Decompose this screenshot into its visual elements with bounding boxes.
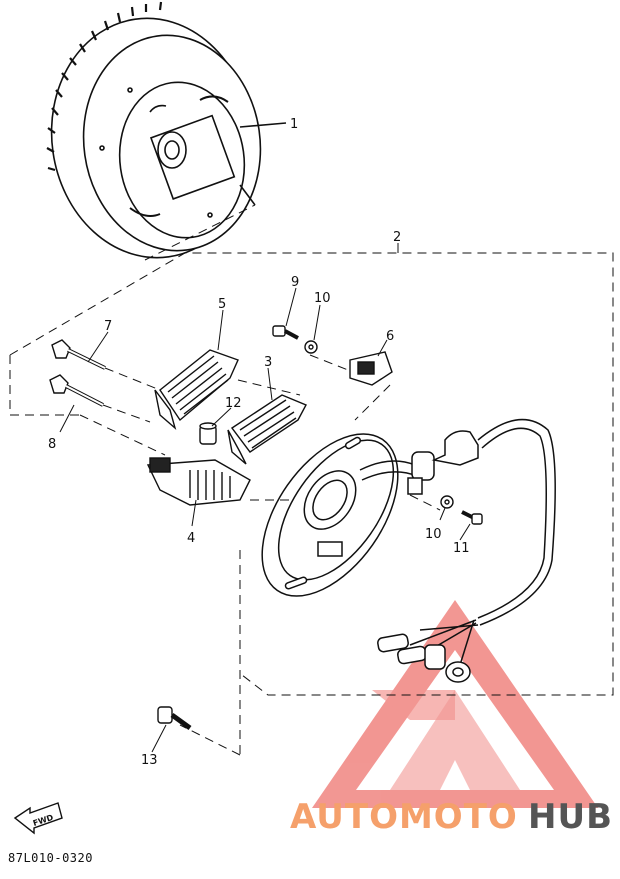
callout-9: 9 [291, 275, 299, 290]
callout-13: 13 [141, 753, 158, 768]
watermark-text: AUTOMOTO HUB [290, 797, 613, 837]
watermark-text-part1: AUTOMOTO [290, 797, 518, 837]
callout-7: 7 [104, 319, 112, 334]
charging-coil-middle [227, 394, 307, 465]
assembly-boundary [9, 252, 614, 756]
alignment-lines [102, 354, 441, 511]
callout-6: 6 [386, 329, 394, 344]
callout-11: 11 [453, 541, 470, 556]
reference-code: 87L010-0320 [8, 851, 93, 865]
stator-base-plate [261, 433, 399, 597]
callout-8: 8 [48, 437, 56, 452]
flywheel-rotor [46, 1, 287, 261]
screw-7 [51, 339, 106, 370]
forward-arrow-icon: FWD [13, 802, 63, 835]
screw-8 [49, 374, 104, 407]
callout-labels: 1 2 3 4 5 6 7 8 9 10 10 11 12 13 [48, 117, 470, 768]
callout-4: 4 [187, 531, 195, 546]
bolt-13 [157, 706, 192, 731]
washer-10-lower [440, 495, 454, 509]
watermark-text-part2: HUB [528, 797, 613, 837]
callout-12: 12 [225, 396, 242, 411]
spacer-collar [199, 422, 217, 445]
pickup-coil [146, 457, 251, 506]
callout-10-lower: 10 [425, 527, 442, 542]
callout-2: 2 [393, 230, 401, 245]
washer-10-upper [304, 340, 318, 354]
watermark-logo-icon [312, 600, 598, 808]
screw-11 [461, 510, 483, 525]
wiring-harness [359, 418, 556, 683]
callout-5: 5 [218, 297, 226, 312]
screw-9 [272, 325, 299, 340]
leader-lines [59, 243, 471, 753]
charging-coil-upper [154, 349, 239, 431]
callout-3: 3 [264, 355, 272, 370]
callout-1: 1 [290, 117, 298, 132]
callout-10-upper: 10 [314, 291, 331, 306]
bracket-6 [349, 351, 393, 386]
